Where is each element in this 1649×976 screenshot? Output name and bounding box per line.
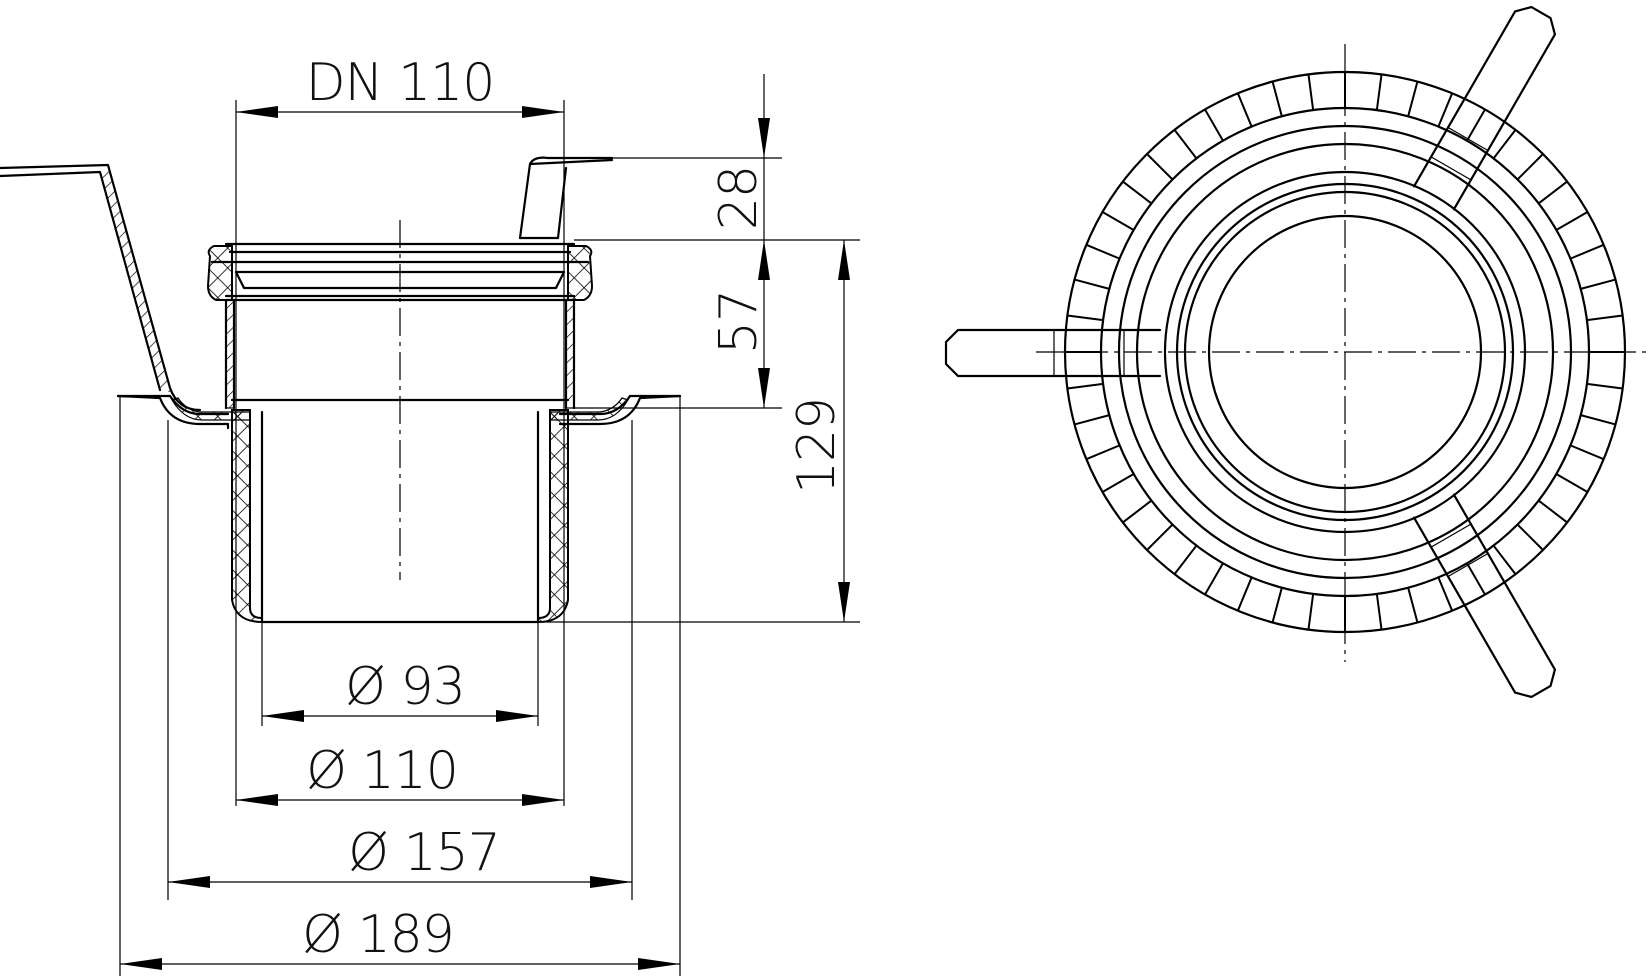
- flange-rib: [1204, 562, 1224, 595]
- flange-rib: [1407, 81, 1419, 117]
- flange-rib: [1236, 92, 1253, 127]
- flange-rib: [1555, 473, 1588, 493]
- flange-rib: [1146, 153, 1174, 181]
- flange-rib: [1146, 523, 1174, 551]
- flange-rib: [1570, 444, 1605, 461]
- arm-left: [944, 328, 1162, 378]
- flange-rib: [1236, 577, 1253, 612]
- flange-rib: [1173, 544, 1198, 575]
- arm-bottom-right: [1412, 493, 1557, 699]
- flange-rib: [1555, 211, 1588, 231]
- flange-rib: [1271, 587, 1283, 623]
- flange-rib: [1085, 243, 1120, 260]
- dim-dia-flange-label: Ø 157: [348, 823, 500, 883]
- flange-rib: [1375, 593, 1383, 630]
- flange-rib: [1122, 180, 1153, 205]
- flange-rib: [1271, 81, 1283, 117]
- flange-rib: [1516, 153, 1544, 181]
- flange-rib: [1074, 414, 1110, 426]
- dim-dia-inner-label: Ø 93: [345, 657, 465, 717]
- flange-rib: [1492, 129, 1517, 160]
- flange-rib: [1580, 414, 1616, 426]
- plan-view: [944, 5, 1649, 699]
- flange-rib: [1586, 314, 1623, 322]
- flange-rib: [1580, 278, 1616, 290]
- flange-ribs: [1065, 72, 1625, 632]
- dim-dia-pipe-label: Ø 110: [306, 741, 458, 801]
- flange-rib: [1586, 382, 1623, 390]
- flange-rib: [1437, 577, 1454, 612]
- flange-rib: [1102, 473, 1135, 493]
- flange-rib: [1074, 278, 1110, 290]
- clamp-arm: [518, 156, 614, 240]
- flange-rib: [1067, 314, 1104, 322]
- flange-rib: [1466, 562, 1486, 595]
- dim-dia-outer-label: Ø 189: [302, 905, 454, 965]
- dim-nominal-label: DN 110: [306, 53, 495, 113]
- flange-rib: [1516, 523, 1544, 551]
- flange-rib: [1375, 74, 1383, 111]
- flange-rib: [1407, 587, 1419, 623]
- flange-rib: [1085, 444, 1120, 461]
- flange-rib: [1122, 499, 1153, 524]
- flange-rib: [1307, 593, 1315, 630]
- flange-rib: [1537, 499, 1568, 524]
- dim-height-mid-label: 57: [709, 290, 769, 354]
- dimension-lines: [120, 74, 850, 970]
- extension-lines: [119, 100, 860, 976]
- flange-rib: [1307, 74, 1315, 111]
- arm-top-right: [1412, 5, 1557, 211]
- dim-height-top-label: 28: [709, 166, 769, 230]
- flange-rib: [1102, 211, 1135, 231]
- flange-rib: [1067, 382, 1104, 390]
- roof-membrane: [0, 163, 202, 412]
- section-view: DN 110 28 57 129 Ø 93 Ø 110 Ø 157 Ø 189: [0, 53, 860, 976]
- flange-rib: [1173, 129, 1198, 160]
- flange-rib: [1466, 109, 1486, 142]
- flange-rib: [1492, 544, 1517, 575]
- flange-rib: [1570, 243, 1605, 260]
- flange-rib: [1537, 180, 1568, 205]
- flange-rib: [1204, 109, 1224, 142]
- flange-rib: [1437, 92, 1454, 127]
- dim-height-total-label: 129: [787, 398, 847, 494]
